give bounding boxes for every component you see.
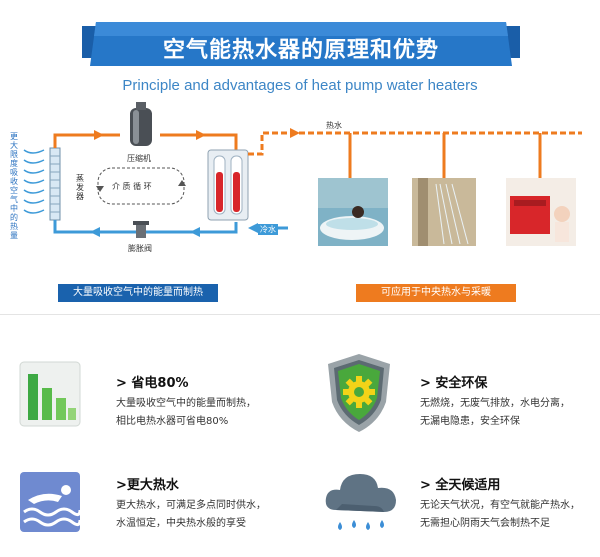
feature-desc-power-saving-1: 大量吸收空气中的能量而制热， (116, 398, 256, 409)
page-subtitle: Principle and advantages of heat pump wa… (122, 77, 478, 94)
air-flow-arrows (23, 149, 45, 214)
compressor (130, 102, 152, 146)
bar-chart-icon (19, 361, 81, 427)
compressor-label: 压缩机 (127, 154, 151, 163)
feature-title-power-saving: > 省电80% (116, 376, 189, 391)
heat-pump-diagram (23, 102, 582, 246)
side-text: 更大限度吸收空气中的热量 (10, 132, 18, 240)
hot-water-line (248, 131, 582, 156)
cold-water-label: 冷水 (258, 224, 278, 235)
swimmer-icon (20, 472, 82, 532)
title-banner (82, 22, 520, 66)
rain-cloud-icon (325, 474, 396, 530)
caption-right: 可应用于中央热水与采暖 (356, 284, 516, 302)
feature-desc-more-hot-water-2: 水温恒定，中央热水般的享受 (116, 518, 246, 529)
expansion-valve (133, 221, 149, 238)
page-title: 空气能热水器的原理和优势 (162, 38, 439, 63)
shower-photo (412, 178, 476, 246)
heater-photo (506, 178, 576, 246)
evaporator-label: 蒸发器 (76, 174, 84, 201)
feature-desc-more-hot-water-1: 更大热水，可满足多点同时供水， (116, 500, 266, 511)
feature-desc-safety-2: 无漏电隐患，安全环保 (420, 416, 520, 427)
hot-water-label: 热水 (326, 121, 342, 130)
medium-cycle-label: 介 质 循 环 (112, 182, 152, 191)
hot-pipe (53, 133, 120, 148)
feature-desc-all-weather-1: 无论天气状况，有空气就能产热水， (420, 500, 580, 511)
caption-left: 大量吸收空气中的能量而制热 (58, 284, 218, 302)
expansion-valve-label: 膨胀阀 (128, 244, 152, 253)
water-tank (207, 149, 249, 221)
feature-desc-power-saving-2: 相比电热水器可省电80% (116, 416, 229, 427)
divider (0, 314, 600, 315)
feature-title-more-hot-water: >更大热水 (116, 478, 179, 493)
feature-title-safety: > 安全环保 (420, 376, 488, 391)
feature-desc-safety-1: 无燃烧，无废气排放，水电分离， (420, 398, 570, 409)
bathtub-photo (318, 178, 388, 246)
feature-title-all-weather: > 全天候适用 (420, 478, 501, 493)
evaporator-coil (49, 147, 61, 221)
shield-gear-icon (328, 354, 390, 432)
feature-desc-all-weather-2: 无需担心阴雨天气会制热不足 (420, 518, 550, 529)
